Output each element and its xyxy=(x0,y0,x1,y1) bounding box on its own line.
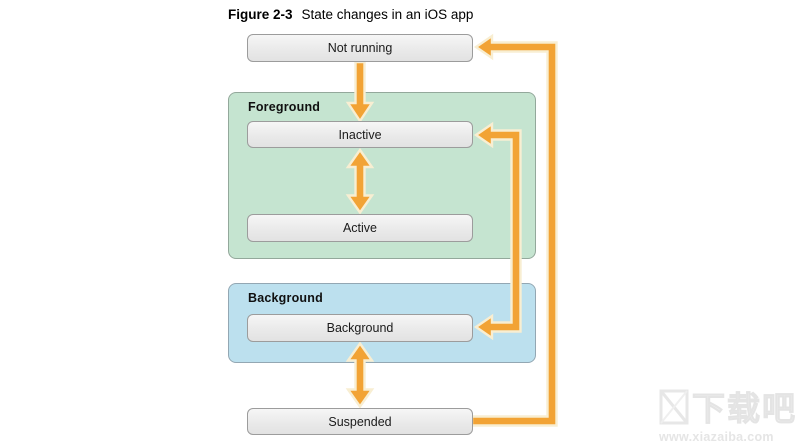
watermark-site-name: 下载吧 xyxy=(692,390,797,427)
group-background-label: Background xyxy=(248,291,323,305)
state-active-label: Active xyxy=(342,221,378,235)
state-background: Background xyxy=(247,314,473,342)
arrow-inactive-active-twoway xyxy=(345,147,375,215)
state-suspended: Suspended xyxy=(247,408,473,435)
watermark: 下载吧 www.xiazaiba.com xyxy=(659,388,797,444)
arrow-not-running-to-inactive xyxy=(345,60,375,124)
state-active: Active xyxy=(247,214,473,242)
group-foreground-label: Foreground xyxy=(248,100,321,114)
figure-title: Figure 2-3 State changes in an iOS app xyxy=(228,7,473,22)
watermark-logo-icon xyxy=(659,388,689,430)
arrow-background-suspended-twoway xyxy=(345,341,375,409)
figure-caption: State changes in an iOS app xyxy=(301,7,474,22)
arrow-suspended-to-not-running xyxy=(470,33,558,427)
state-inactive-label: Inactive xyxy=(338,127,382,142)
watermark-url: www.xiazaiba.com xyxy=(659,429,774,444)
state-suspended-label: Suspended xyxy=(328,414,392,429)
arrow-inactive-background-twoway xyxy=(473,121,522,341)
figure-number-label: Figure 2-3 xyxy=(228,7,293,22)
state-not-running: Not running xyxy=(247,34,473,62)
state-inactive: Inactive xyxy=(247,121,473,148)
state-not-running-label: Not running xyxy=(327,41,393,55)
state-background-label: Background xyxy=(326,321,394,335)
